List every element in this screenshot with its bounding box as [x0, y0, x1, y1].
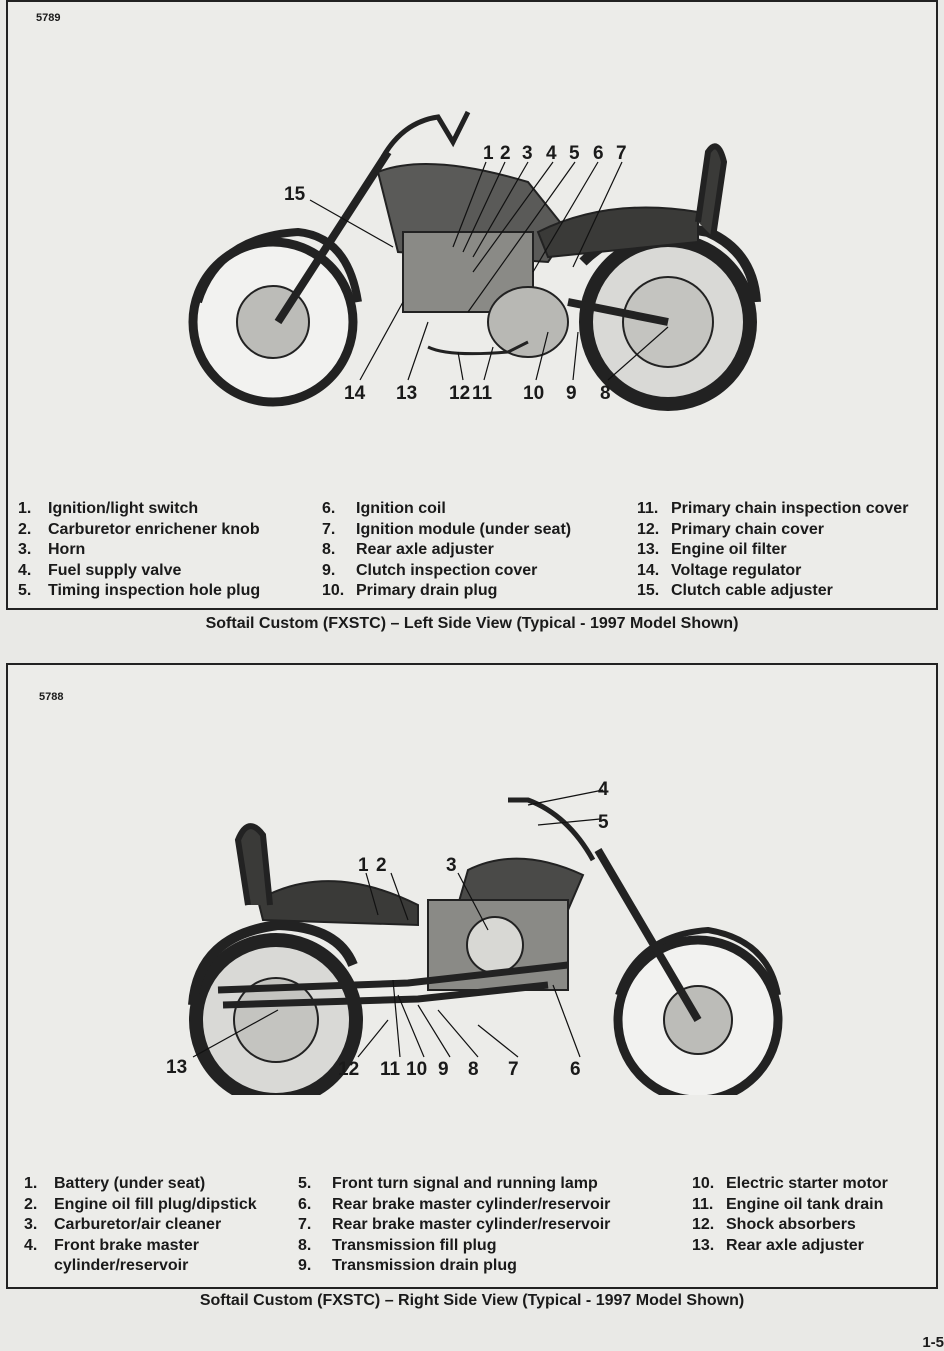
callout-8: 8 [600, 383, 611, 404]
callout-2: 2 [500, 143, 511, 164]
legend-column-1: 1.Ignition/light switch 2.Carburetor enr… [18, 499, 260, 602]
legend-column-1: 1.Battery (under seat) 2.Engine oil fill… [24, 1174, 257, 1277]
callout-1: 1 [358, 855, 369, 876]
legend-column-3: 11.Primary chain inspection cover 12.Pri… [637, 499, 908, 602]
legend-item: 5.Timing inspection hole plug [18, 582, 261, 599]
legend-item: 12.Shock absorbers [692, 1216, 856, 1233]
callout-10: 10 [523, 383, 544, 404]
legend-column-3: 10.Electric starter motor 11.Engine oil … [692, 1174, 888, 1256]
legend-item: 8.Transmission fill plug [298, 1236, 497, 1254]
callout-3: 3 [522, 143, 533, 164]
left-view-figure-panel: 5 7 8 9 [6, 0, 938, 610]
page-number: 1-5 [922, 1334, 944, 1351]
left-side-motorcycle-illustration: 1 2 3 4 5 6 7 8 9 10 11 12 13 14 15 [188, 110, 761, 411]
legend-item: 14.Voltage regulator [637, 561, 802, 579]
right-view-figure-panel: 5788 [6, 663, 938, 1289]
callout-10: 10 [406, 1059, 427, 1080]
callout-3: 3 [446, 855, 457, 876]
legend-item: 7.Ignition module (under seat) [322, 520, 572, 538]
legend-item: 5.Front turn signal and running lamp [298, 1175, 598, 1192]
callout-5: 5 [569, 143, 580, 164]
callout-2: 2 [376, 855, 387, 876]
legend-item: 3.Horn [18, 541, 86, 558]
legend-item: 2.Engine oil fill plug/dipstick [24, 1195, 257, 1213]
callout-14: 14 [344, 383, 366, 404]
legend-item: 4.Fuel supply valve [18, 561, 182, 579]
callout-11: 11 [380, 1059, 401, 1080]
callout-7: 7 [508, 1059, 519, 1080]
legend-item: 4.Front brake master [24, 1236, 199, 1254]
callout-9: 9 [566, 383, 577, 404]
legend-item: 2.Carburetor enrichener knob [18, 520, 260, 538]
legend-item: 11.Primary chain inspection cover [637, 500, 909, 517]
figure-id: 5788 [39, 691, 64, 703]
callout-7: 7 [616, 143, 627, 164]
legend-item: 6.Rear brake master cylinder/reservoir [298, 1195, 611, 1213]
right-side-motorcycle-illustration: 1 2 3 4 5 6 7 8 9 10 11 12 13 [166, 779, 783, 1095]
legend-item: 8.Rear axle adjuster [322, 541, 494, 558]
legend-item: 15.Clutch cable adjuster [637, 582, 833, 599]
legend-item: 3.Carburetor/air cleaner [24, 1216, 222, 1233]
figure-id: 5789 [36, 12, 61, 24]
left-view-caption: Softail Custom (FXSTC) – Left Side View … [205, 615, 739, 632]
legend-item: 7.Rear brake master cylinder/reservoir [298, 1216, 611, 1233]
legend-item: 10.Primary drain plug [322, 582, 498, 599]
legend-item: 13.Engine oil filter [637, 541, 787, 558]
callout-9: 9 [438, 1059, 449, 1080]
legend-item: cylinder/reservoir [54, 1257, 189, 1274]
legend-item: 10.Electric starter motor [692, 1175, 888, 1192]
legend-item: 1.Ignition/light switch [18, 500, 199, 517]
legend-column-2: 6.Ignition coil 7.Ignition module (under… [322, 499, 571, 602]
callout-4: 4 [546, 143, 557, 164]
callout-12: 12 [338, 1059, 359, 1080]
callout-13: 13 [166, 1057, 187, 1078]
legend-item: 11.Engine oil tank drain [692, 1195, 884, 1213]
callout-13: 13 [396, 383, 417, 404]
legend-item: 1.Battery (under seat) [24, 1175, 206, 1192]
legend-item: 6.Ignition coil [322, 500, 446, 517]
callout-6: 6 [570, 1059, 581, 1080]
right-view-caption: Softail Custom (FXSTC) – Right Side View… [199, 1292, 745, 1309]
legend-column-2: 5.Front turn signal and running lamp 6.R… [298, 1174, 610, 1277]
callout-1: 1 [483, 143, 494, 164]
legend-item: 12.Primary chain cover [637, 520, 824, 538]
legend-item: 13.Rear axle adjuster [692, 1236, 864, 1254]
legend-item: 9.Transmission drain plug [298, 1257, 517, 1274]
callout-11: 11 [472, 383, 493, 404]
callout-5: 5 [598, 812, 609, 833]
callout-6: 6 [593, 143, 604, 164]
callout-4: 4 [598, 779, 609, 800]
callout-8: 8 [468, 1059, 479, 1080]
legend-item: 9.Clutch inspection cover [322, 561, 538, 579]
callout-12: 12 [449, 383, 470, 404]
callout-15: 15 [284, 184, 306, 205]
